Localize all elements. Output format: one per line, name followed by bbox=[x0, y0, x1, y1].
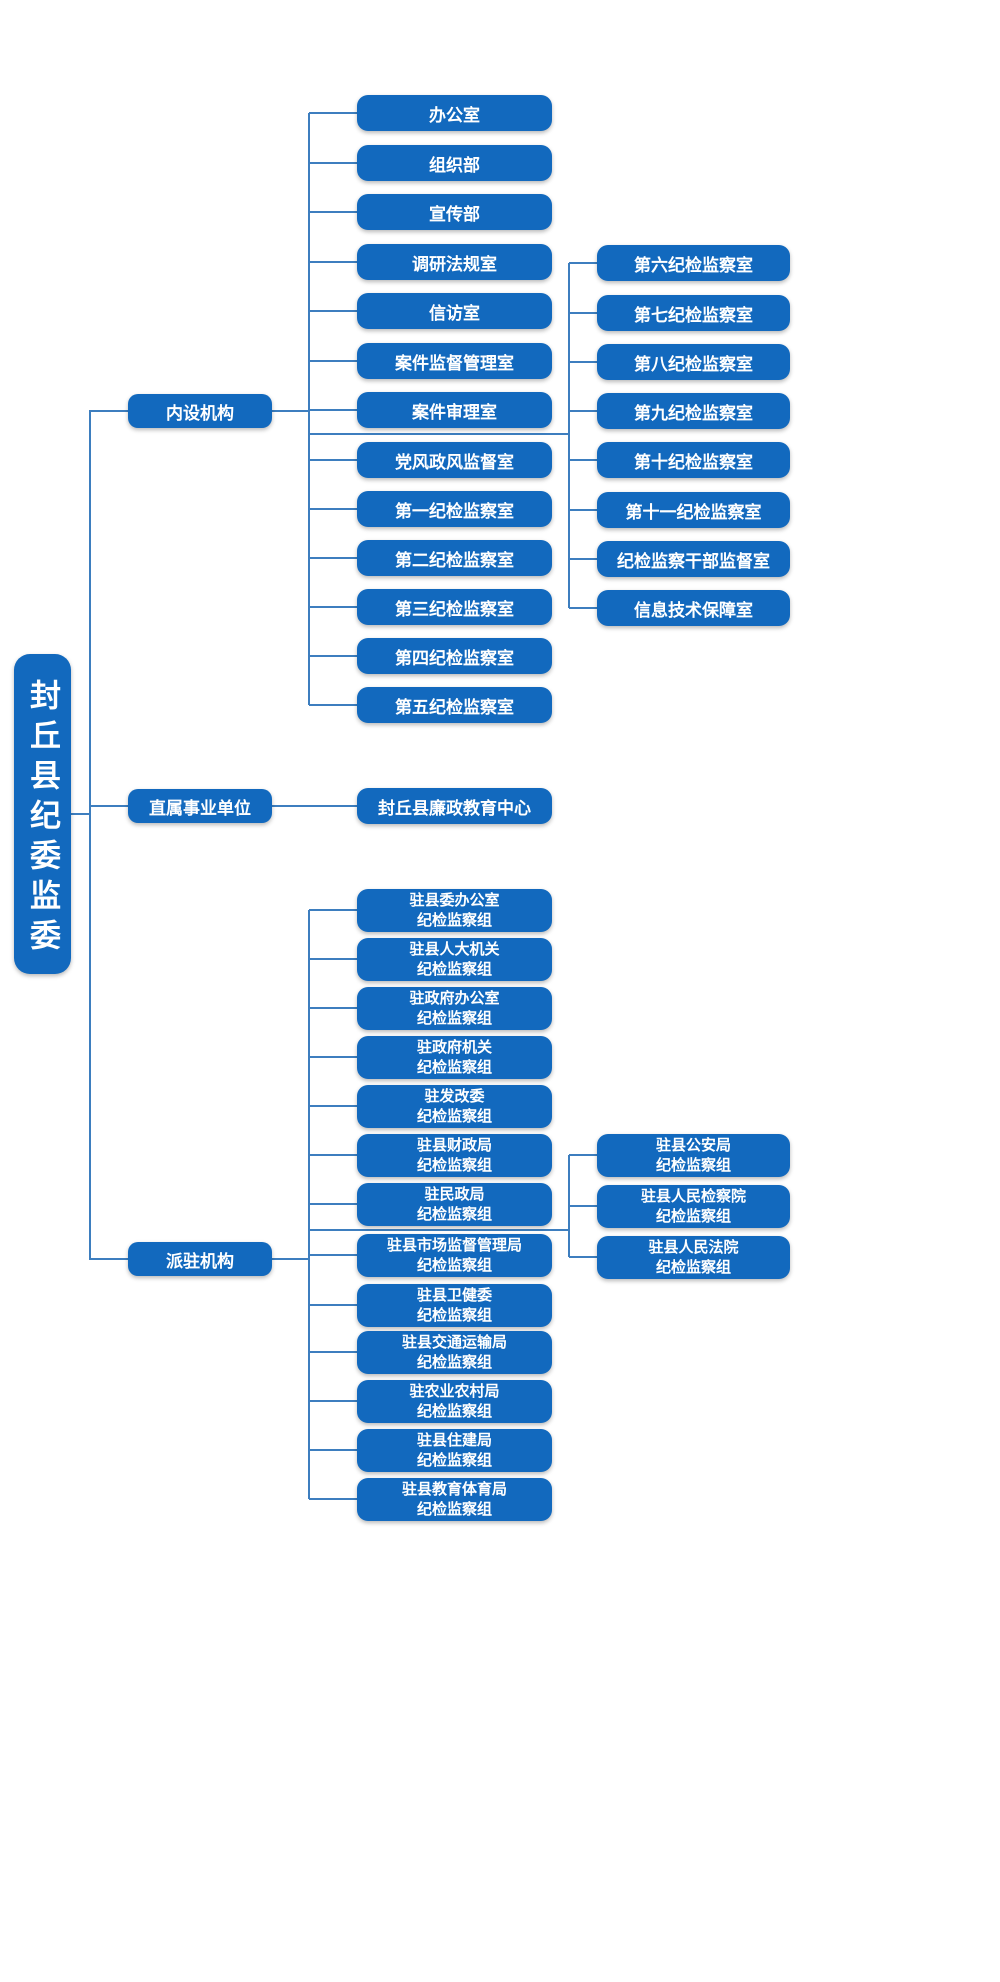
org-node: 第八纪检监察室 bbox=[597, 344, 790, 380]
org-node: 第二纪检监察室 bbox=[357, 540, 552, 576]
org-node: 第三纪检监察室 bbox=[357, 589, 552, 625]
org-node: 案件监督管理室 bbox=[357, 343, 552, 379]
org-node: 调研法规室 bbox=[357, 244, 552, 280]
org-node: 第一纪检监察室 bbox=[357, 491, 552, 527]
org-node: 党风政风监督室 bbox=[357, 442, 552, 478]
org-node: 驻县公安局 纪检监察组 bbox=[597, 1134, 790, 1177]
org-node: 信息技术保障室 bbox=[597, 590, 790, 626]
org-node: 第四纪检监察室 bbox=[357, 638, 552, 674]
org-node: 驻县人民法院 纪检监察组 bbox=[597, 1236, 790, 1279]
org-node: 驻民政局 纪检监察组 bbox=[357, 1183, 552, 1226]
org-node: 办公室 bbox=[357, 95, 552, 131]
branch-node-dispatched: 派驻机构 bbox=[128, 1242, 272, 1276]
org-node: 驻县住建局 纪检监察组 bbox=[357, 1429, 552, 1472]
org-node: 组织部 bbox=[357, 145, 552, 181]
org-node: 驻县交通运输局 纪检监察组 bbox=[357, 1331, 552, 1374]
org-node: 驻政府机关 纪检监察组 bbox=[357, 1036, 552, 1079]
org-node: 驻县委办公室 纪检监察组 bbox=[357, 889, 552, 932]
org-node: 驻农业农村局 纪检监察组 bbox=[357, 1380, 552, 1423]
org-node: 驻政府办公室 纪检监察组 bbox=[357, 987, 552, 1030]
org-node: 封丘县廉政教育中心 bbox=[357, 788, 552, 824]
org-node: 第十一纪检监察室 bbox=[597, 492, 790, 528]
root-node: 封丘县纪委监委 bbox=[14, 654, 71, 974]
org-node: 第六纪检监察室 bbox=[597, 245, 790, 281]
org-node: 驻发改委 纪检监察组 bbox=[357, 1085, 552, 1128]
org-node: 案件审理室 bbox=[357, 392, 552, 428]
branch-node-internal: 内设机构 bbox=[128, 394, 272, 428]
org-node: 第五纪检监察室 bbox=[357, 687, 552, 723]
org-node: 驻县市场监督管理局 纪检监察组 bbox=[357, 1234, 552, 1277]
org-node: 宣传部 bbox=[357, 194, 552, 230]
org-node: 驻县人大机关 纪检监察组 bbox=[357, 938, 552, 981]
org-node: 驻县人民检察院 纪检监察组 bbox=[597, 1185, 790, 1228]
org-node: 驻县教育体育局 纪检监察组 bbox=[357, 1478, 552, 1521]
branch-node-affiliated: 直属事业单位 bbox=[128, 789, 272, 823]
org-node: 第九纪检监察室 bbox=[597, 393, 790, 429]
org-node: 信访室 bbox=[357, 293, 552, 329]
org-node: 驻县财政局 纪检监察组 bbox=[357, 1134, 552, 1177]
org-node: 第七纪检监察室 bbox=[597, 295, 790, 331]
org-node: 纪检监察干部监督室 bbox=[597, 541, 790, 577]
org-node: 第十纪检监察室 bbox=[597, 442, 790, 478]
org-node: 驻县卫健委 纪检监察组 bbox=[357, 1284, 552, 1327]
